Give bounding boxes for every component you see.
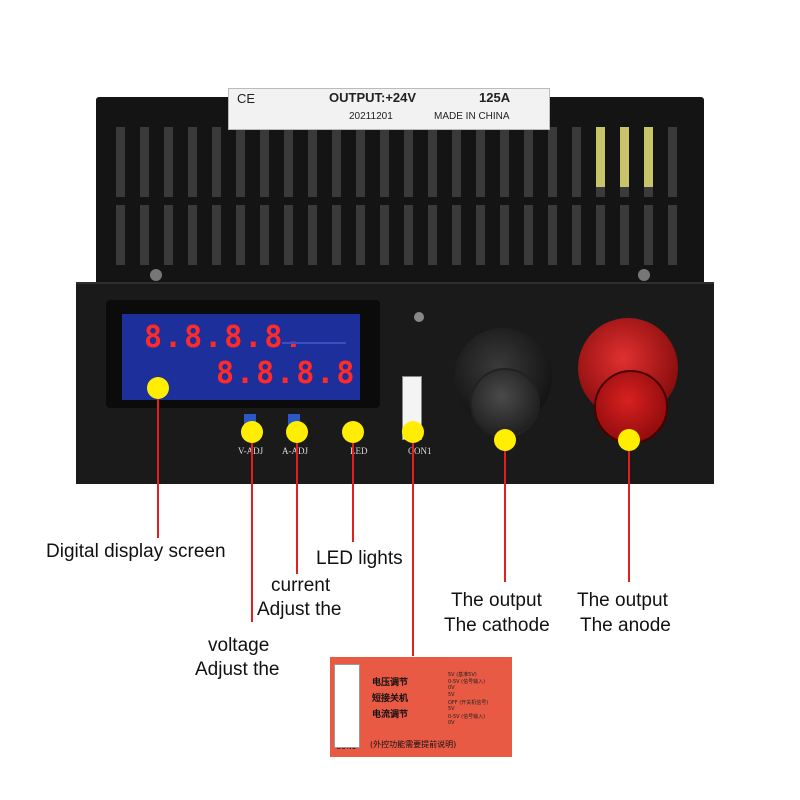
legend-signal: 0V — [448, 720, 455, 726]
con1-legend-card: 电压调节 短接关机 电流调节 5V (基准5V) 0-5V (信号输入) 0V … — [330, 657, 512, 757]
legend-note: (外控功能需要提前说明) — [370, 740, 457, 749]
legend-current-adjust: 电流调节 — [372, 710, 409, 720]
current-adjust-marker — [286, 421, 308, 443]
silk-v-adj: V-ADJ — [238, 446, 263, 456]
sticker-date: 20211201 — [349, 111, 393, 122]
callout-current-line2: Adjust the — [257, 599, 342, 620]
panel-screw — [414, 312, 424, 322]
led-marker — [342, 421, 364, 443]
display-bottom-digits: 8.8.8.8 — [216, 356, 357, 391]
callout-anode-line1: The output — [577, 590, 668, 611]
anode-marker — [618, 429, 640, 451]
legend-signal: OFF (开关机信号) — [448, 700, 489, 706]
callout-cathode-line1: The output — [451, 590, 542, 611]
rating-label-sticker: CE OUTPUT:+24V 125A 20211201 MADE IN CHI… — [228, 88, 550, 130]
cathode-knob[interactable] — [470, 368, 540, 438]
callout-display: Digital display screen — [46, 541, 226, 562]
callout-cathode-line2: The cathode — [444, 615, 550, 636]
legend-signal: 5V — [448, 692, 455, 698]
cathode-leader-line — [504, 440, 506, 582]
legend-signal: 0-5V (信号输入) — [448, 679, 486, 685]
cathode-marker — [494, 429, 516, 451]
legend-signal: 5V (基准5V) — [448, 672, 477, 678]
voltage-adjust-marker — [241, 421, 263, 443]
sticker-origin: MADE IN CHINA — [434, 111, 510, 122]
callout-anode-line2: The anode — [580, 615, 671, 636]
con1-marker — [402, 421, 424, 443]
display-marker — [147, 377, 169, 399]
sticker-output: OUTPUT:+24V — [329, 90, 417, 105]
legend-signal: 0-5V (信号输入) — [448, 714, 486, 720]
sticker-current: 125A — [479, 90, 511, 105]
ce-mark: CE — [237, 91, 256, 106]
legend-signal: 5V — [448, 706, 455, 712]
display-top-digits: 8.8.8.8. — [144, 320, 305, 355]
legend-short-shutdown: 短接关机 — [372, 694, 409, 704]
callout-voltage-line1: voltage — [208, 635, 270, 656]
callout-current-line1: current — [271, 575, 331, 596]
con1-leader-line — [412, 432, 414, 656]
callout-led: LED lights — [316, 548, 403, 569]
led-leader-line — [352, 432, 354, 542]
silk-con1: CON1 — [408, 446, 432, 456]
current-leader-line — [296, 432, 298, 574]
silk-a-adj: A-ADJ — [282, 446, 308, 456]
callout-voltage-line2: Adjust the — [195, 659, 280, 680]
voltage-leader-line — [251, 432, 253, 622]
legend-signal: 0V — [448, 685, 455, 691]
legend-voltage-adjust: 电压调节 — [372, 678, 409, 688]
display-leader-line — [157, 388, 159, 538]
anode-leader-line — [628, 440, 630, 582]
legend-connector-drawing — [334, 664, 360, 748]
silk-led: LED — [350, 446, 368, 456]
